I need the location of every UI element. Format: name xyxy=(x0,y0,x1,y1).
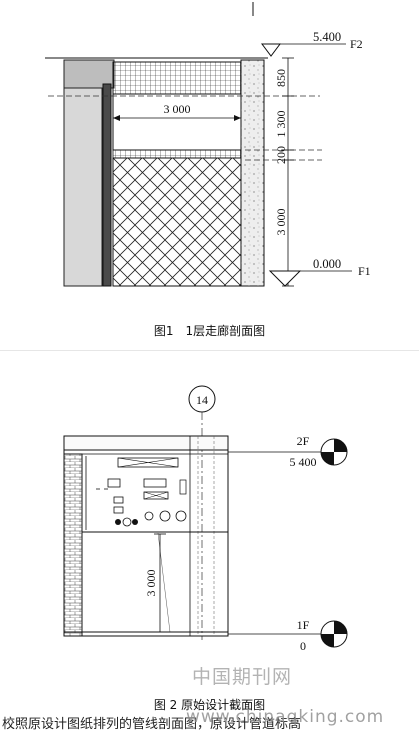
body-text-line: 校照原设计图纸排列的管线剖面图，原设计管道标高 xyxy=(2,717,302,732)
dark-column xyxy=(102,83,112,287)
pipe-circle-3 xyxy=(175,510,187,522)
pipe-dot-2 xyxy=(132,519,138,525)
level-2f-value: 5 400 xyxy=(290,455,317,469)
dim-label-200: 200 xyxy=(274,146,288,164)
level-bottom-value: 0.000 xyxy=(313,257,341,271)
watermark-site-name: 中国期刊网 xyxy=(192,666,293,688)
watermark-url: www.chinaqking.com xyxy=(186,707,385,727)
level-2f-symbol xyxy=(320,438,348,466)
level-top-tag: F2 xyxy=(350,37,363,51)
level-2f-label: 2F xyxy=(297,434,310,448)
axis-label: 14 xyxy=(196,393,208,407)
lower-fill-zone xyxy=(112,157,242,287)
dim-label-3000: 3 000 xyxy=(274,209,288,236)
figure-2-section: 14 xyxy=(63,385,348,653)
duct-top-cross xyxy=(117,457,179,468)
section-divider xyxy=(0,350,419,351)
pipe-dot-1 xyxy=(115,519,121,525)
dim-label-1300: 1 300 xyxy=(274,111,288,138)
figure-1-caption: 图1 1层走廊剖面图 xyxy=(153,324,266,338)
floor-band xyxy=(112,149,242,159)
pipe-box-1 xyxy=(107,478,121,488)
corridor-clear-zone xyxy=(112,93,242,151)
dim-label-850: 850 xyxy=(274,69,288,87)
pipe-box-3 xyxy=(113,496,124,504)
dim-arrow-right xyxy=(234,115,241,121)
level-1f-symbol xyxy=(320,620,348,648)
pipe-circle-2 xyxy=(159,510,171,522)
level-bottom-tag: F1 xyxy=(358,264,371,278)
dim-arrow-left xyxy=(113,115,120,121)
right-wall-texture xyxy=(241,60,264,286)
duct-mid-cross xyxy=(143,491,169,500)
pipe-riser xyxy=(179,479,187,495)
level-1f-label: 1F xyxy=(297,618,310,632)
top-slab xyxy=(63,435,229,451)
level-top-value: 5.400 xyxy=(313,30,341,44)
figure-1-section: 3 000 850 1 300 200 3 000 5.400 F2 0.000… xyxy=(45,2,371,287)
level-marker-top xyxy=(261,43,281,57)
dim-width-label: 3 000 xyxy=(164,102,191,116)
right-column xyxy=(189,435,229,637)
pipe-circle-1 xyxy=(144,511,154,521)
figure-2-caption: 图 2 原始设计截面图 xyxy=(153,698,266,712)
level-1f-value: 0 xyxy=(300,639,306,653)
left-brick-wall xyxy=(63,453,83,637)
left-wall xyxy=(63,59,103,287)
dim-height-label: 3 000 xyxy=(144,570,158,597)
pipe-circle-4 xyxy=(122,517,132,527)
ceiling-grid-zone xyxy=(112,61,242,95)
pipe-box-4 xyxy=(113,506,124,514)
pipe-box-2 xyxy=(143,478,167,488)
level-marker-bottom xyxy=(268,270,302,287)
